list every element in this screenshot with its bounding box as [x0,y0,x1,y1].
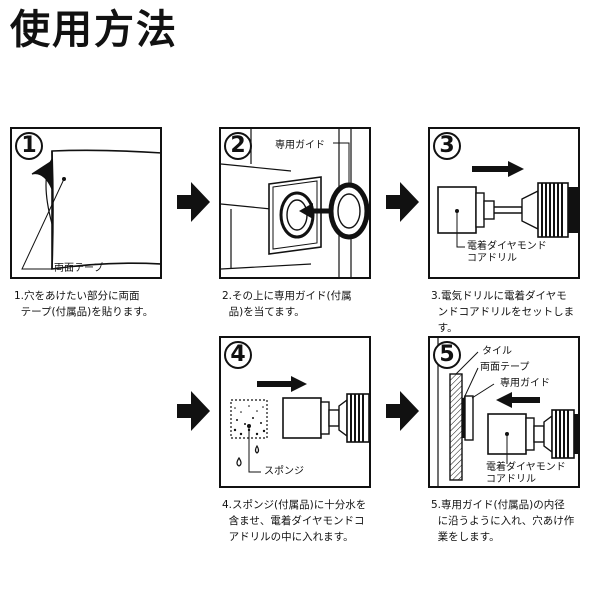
step-5-panel: 5 タイル 両面テープ 専用ガイド 電着ダイヤモンド コアドリル [428,336,580,488]
step-1-number: 1 [15,132,43,160]
step-4-sponge-label: スポンジ [264,466,304,477]
step-3-number: 3 [433,132,461,160]
arrow-right-icon [386,182,419,222]
step-5-illustration [437,338,578,486]
step-2-panel: 2 専用ガイド [219,127,371,279]
step-4-number: 4 [224,341,252,369]
step-4-panel: 4 スポンジ [219,336,371,488]
step-2-guide-label: 専用ガイド [275,140,325,151]
step-4-illustration [230,376,369,473]
step-2-number: 2 [224,132,252,160]
step-2-illustration [221,129,369,277]
step-3-caption: 3.電気ドリルに電着ダイヤモ ンドコアドリルをセットしま す。 [431,290,575,334]
step-1-illustration [21,149,160,270]
step-3-illustration [437,161,578,248]
step-3-bit-label: 電着ダイヤモンド コアドリル [467,241,547,264]
step-2-caption: 2.その上に専用ガイド(付属 品)を当てます。 [222,290,352,318]
step-5-caption: 5.専用ガイド(付属品)の内径 に沿うように入れ、穴あけ作 業をします。 [431,499,575,543]
step-5-tile-label: タイル [482,346,512,357]
step-1-caption: 1.穴をあけたい部分に両面 テープ(付属品)を貼ります。 [14,290,154,318]
arrow-right-icon [177,182,210,222]
step-5-tape-label: 両面テープ [480,362,530,373]
step-3-panel: 3 電着ダイヤモンド コアドリル [428,127,580,279]
page-title: 使用方法 [10,7,178,53]
step-4-caption: 4.スポンジ(付属品)に十分水を 含ませ、電着ダイヤモンドコ アドリルの中に入れ… [222,499,367,543]
step-1-tape-label: 両面テープ [54,263,104,274]
arrow-right-icon [386,391,419,431]
step-5-number: 5 [433,341,461,369]
arrow-right-icon [177,391,210,431]
step-1-panel: 1 両面テープ [10,127,162,279]
step-5-bit-label: 電着ダイヤモンド コアドリル [486,462,566,485]
step-5-guide-label: 専用ガイド [500,378,550,389]
